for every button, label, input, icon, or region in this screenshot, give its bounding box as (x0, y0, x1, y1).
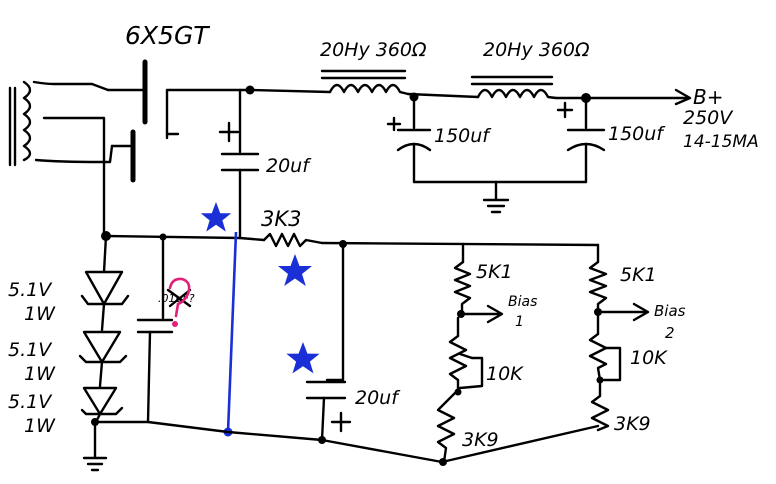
power-transformer (8, 80, 114, 238)
bias-2-top-resistor-label: 5K1 (620, 264, 657, 286)
tube-label: 6X5GT (125, 21, 210, 50)
bias-1-pot-label: 10K (486, 363, 524, 385)
zener-diode-1 (84, 270, 124, 306)
bottom-cap-label: 20uf (355, 387, 401, 409)
filter-cap-2-label: 150uf (608, 123, 666, 145)
zener-2-voltage: 5.1V (8, 339, 53, 361)
ground-symbol (482, 180, 510, 214)
negative-supply-capacitor-bottom (305, 242, 352, 442)
star-marker (278, 254, 312, 286)
zener-1-power: 1W (24, 303, 56, 325)
junction-dot (245, 85, 255, 95)
bias-1-pot (448, 334, 468, 394)
bias-2-bottom-resistor-label: 3K9 (614, 413, 651, 435)
zener-stack (78, 234, 130, 424)
b-plus-rail (248, 88, 332, 94)
bias-1-top-resistor-label: 5K1 (476, 261, 513, 283)
rectifier-tube (106, 59, 252, 183)
bias-1-label-line-1: Bias (508, 294, 537, 310)
bypass-capacitor (136, 235, 192, 424)
highlighted-wire (226, 231, 238, 433)
choke-1 (320, 69, 410, 96)
series-resistor (262, 232, 324, 248)
choke-1-label: 20Hy 360Ω (320, 39, 427, 61)
zener-diode-2 (82, 330, 122, 364)
filter-capacitor-2 (556, 96, 606, 184)
zener-2-power: 1W (24, 363, 56, 385)
bias-1-top-resistor (453, 260, 472, 314)
output-arrow (674, 88, 692, 106)
choke-2 (470, 75, 558, 100)
bias-network-2 (588, 243, 650, 432)
series-resistor-label: 3K3 (261, 207, 302, 231)
star-marker (286, 342, 320, 374)
bias-2-pot-label: 10K (630, 347, 668, 369)
ground-symbol (82, 420, 108, 472)
bias-2-top-resistor (588, 260, 608, 312)
zener-3-voltage: 5.1V (8, 391, 53, 413)
bias-network-1 (436, 242, 504, 466)
bias-1-bottom-resistor (436, 400, 456, 464)
output-label-1: B+ (693, 85, 723, 109)
bias-2-label-line-2: 2 (665, 324, 675, 342)
junction-dot (439, 458, 447, 466)
bypass-cap-label: .01uF? (158, 292, 195, 305)
zener-3-power: 1W (24, 415, 56, 437)
bias-2-pot (588, 332, 608, 382)
output-label-2: 250V (683, 107, 734, 129)
star-marker (200, 202, 232, 232)
zener-diode-3 (82, 386, 118, 416)
filter-cap-1-label: 150uf (434, 125, 492, 147)
top-cap-label: 20uf (266, 155, 312, 177)
bias-2-bottom-resistor (590, 394, 610, 432)
zener-1-voltage: 5.1V (8, 279, 53, 301)
bias-2-label-line-1: Bias (654, 302, 686, 320)
bias-1-label-line-2: 1 (515, 314, 524, 330)
negative-supply-capacitor-top (218, 88, 260, 240)
filter-capacitor-1 (386, 95, 432, 184)
junction-dot (454, 388, 462, 396)
choke-2-label: 20Hy 360Ω (483, 39, 590, 61)
bias-1-bottom-resistor-label: 3K9 (462, 429, 499, 451)
output-label-3: 14-15MA (683, 132, 759, 152)
question-mark-annotation (168, 277, 191, 327)
